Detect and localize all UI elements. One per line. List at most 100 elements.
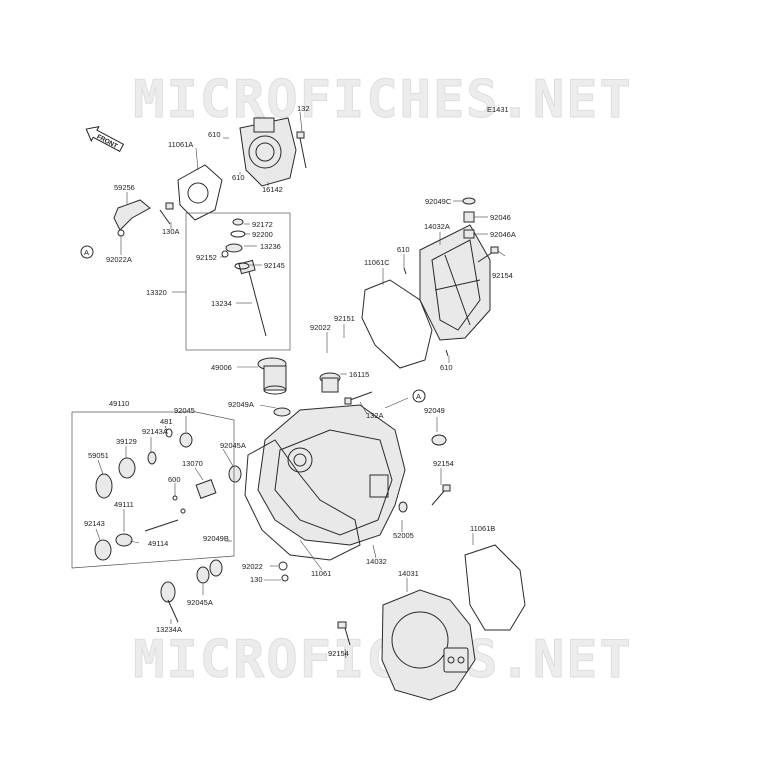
label-610-c: 610: [397, 245, 410, 254]
o-ring-52005: [398, 501, 408, 513]
label-92049: 92049: [424, 406, 445, 415]
callout-labels: 132 610 11061A 610 16142 59256 130A A 92…: [84, 104, 516, 658]
label-14032a: 14032A: [424, 222, 450, 231]
label-ref-a-left: A: [84, 248, 89, 257]
label-92049b: 92049B: [203, 534, 229, 543]
drive-gear-13234a: [160, 581, 179, 623]
label-49114: 49114: [148, 539, 168, 548]
label-13236: 13236: [260, 242, 281, 251]
dowel-610-d: [445, 349, 449, 357]
label-ref-a-right: A: [416, 392, 421, 401]
gear-49006: [257, 357, 287, 395]
label-92154-bottom: 92154: [328, 649, 349, 658]
bolt-92154-top: [477, 246, 499, 263]
label-92145: 92145: [264, 261, 285, 270]
label-610-b: 610: [232, 173, 245, 182]
magneto-cover-14031: [381, 589, 476, 701]
bushing-92046: [463, 211, 475, 223]
label-39129: 39129: [116, 437, 137, 446]
label-132: 132: [297, 104, 310, 113]
label-92154-top: 92154: [492, 271, 513, 280]
label-92049a: 92049A: [228, 400, 254, 409]
label-59256: 59256: [114, 183, 135, 192]
label-13070: 13070: [182, 459, 203, 468]
bolt-130: [281, 574, 289, 582]
label-130a: 130A: [162, 227, 180, 236]
label-16115: 16115: [349, 370, 369, 379]
leader-lines: [95, 111, 506, 659]
label-92049c: 92049C: [425, 197, 452, 206]
watermark-top: MICROFICHES.NET: [133, 70, 633, 131]
label-49111: 49111: [114, 500, 134, 509]
impeller: [113, 199, 151, 231]
label-610-d: 610: [440, 363, 453, 372]
bolt-130a: [159, 202, 174, 225]
bearing-92045a-lower: [196, 566, 210, 584]
clutch-cover-gasket: [361, 279, 433, 369]
label-92022: 92022: [310, 323, 331, 332]
label-14032: 14032: [366, 557, 387, 566]
gasket-11061b: [464, 544, 526, 631]
label-11061: 11061: [311, 569, 331, 578]
label-610-a: 610: [208, 130, 221, 139]
label-481: 481: [160, 417, 173, 426]
washer-92022a: [117, 229, 125, 237]
governor-kit-box: [71, 411, 235, 569]
bolt-132a: [344, 391, 373, 405]
water-pump-gasket: [177, 164, 223, 221]
ref-circle-a-right: [412, 389, 426, 403]
bushing-92046a: [463, 229, 475, 239]
ref-circle-a-left: [80, 245, 94, 259]
label-11061c: 11061C: [364, 258, 390, 267]
label-92143: 92143: [84, 519, 105, 528]
label-49110: 49110: [109, 399, 129, 408]
label-49006: 49006: [211, 363, 232, 372]
label-13234a: 13234A: [156, 625, 182, 634]
label-92152: 92152: [196, 253, 217, 262]
label-11061b: 11061B: [470, 524, 495, 533]
bearing-92045a: [228, 465, 242, 483]
oil-seal-92049: [431, 434, 447, 446]
diagram-code: E1431: [487, 105, 509, 114]
label-11061a: 11061A: [168, 140, 193, 149]
main-cover-11061: [257, 404, 406, 546]
label-92045a-lower: 92045A: [187, 598, 213, 607]
oil-seal-92049b: [209, 559, 223, 577]
label-92045: 92045: [174, 406, 195, 415]
label-92045a: 92045A: [220, 441, 246, 450]
oil-filler-cap: [319, 372, 341, 393]
oil-seal-92049a: [273, 407, 291, 417]
label-92046a: 92046A: [490, 230, 516, 239]
label-59051: 59051: [88, 451, 109, 460]
bolt-92154-bottom: [337, 621, 351, 646]
governor-parts: [94, 428, 217, 561]
governor-weights: [195, 479, 217, 499]
label-92154-mid: 92154: [433, 459, 454, 468]
dowel-610-c: [403, 267, 407, 275]
seal-parts: [221, 218, 250, 270]
clutch-cover-14032a: [419, 224, 491, 341]
label-92143a: 92143A: [142, 427, 168, 436]
label-13320: 13320: [146, 288, 167, 297]
label-92022-lower: 92022: [242, 562, 263, 571]
label-92172: 92172: [252, 220, 273, 229]
label-16142: 16142: [262, 185, 283, 194]
label-92151: 92151: [334, 314, 355, 323]
washer-92022: [278, 561, 288, 571]
label-52005: 52005: [393, 531, 414, 540]
label-132a: 132A: [366, 411, 384, 420]
bolt-92154-mid: [431, 484, 451, 506]
pump-shaft: [238, 259, 267, 337]
label-92200: 92200: [252, 230, 273, 239]
shaft-kit-box: [185, 212, 291, 351]
label-92022a: 92022A: [106, 255, 132, 264]
bolt-132: [296, 131, 307, 169]
front-arrow-icon: FRONT: [85, 126, 125, 153]
water-pump-cover: [239, 117, 297, 187]
label-14031: 14031: [398, 569, 419, 578]
label-92046: 92046: [490, 213, 511, 222]
label-130: 130: [250, 575, 263, 584]
oil-seal-92049c: [462, 197, 476, 205]
outer-gasket-11061: [244, 439, 361, 561]
